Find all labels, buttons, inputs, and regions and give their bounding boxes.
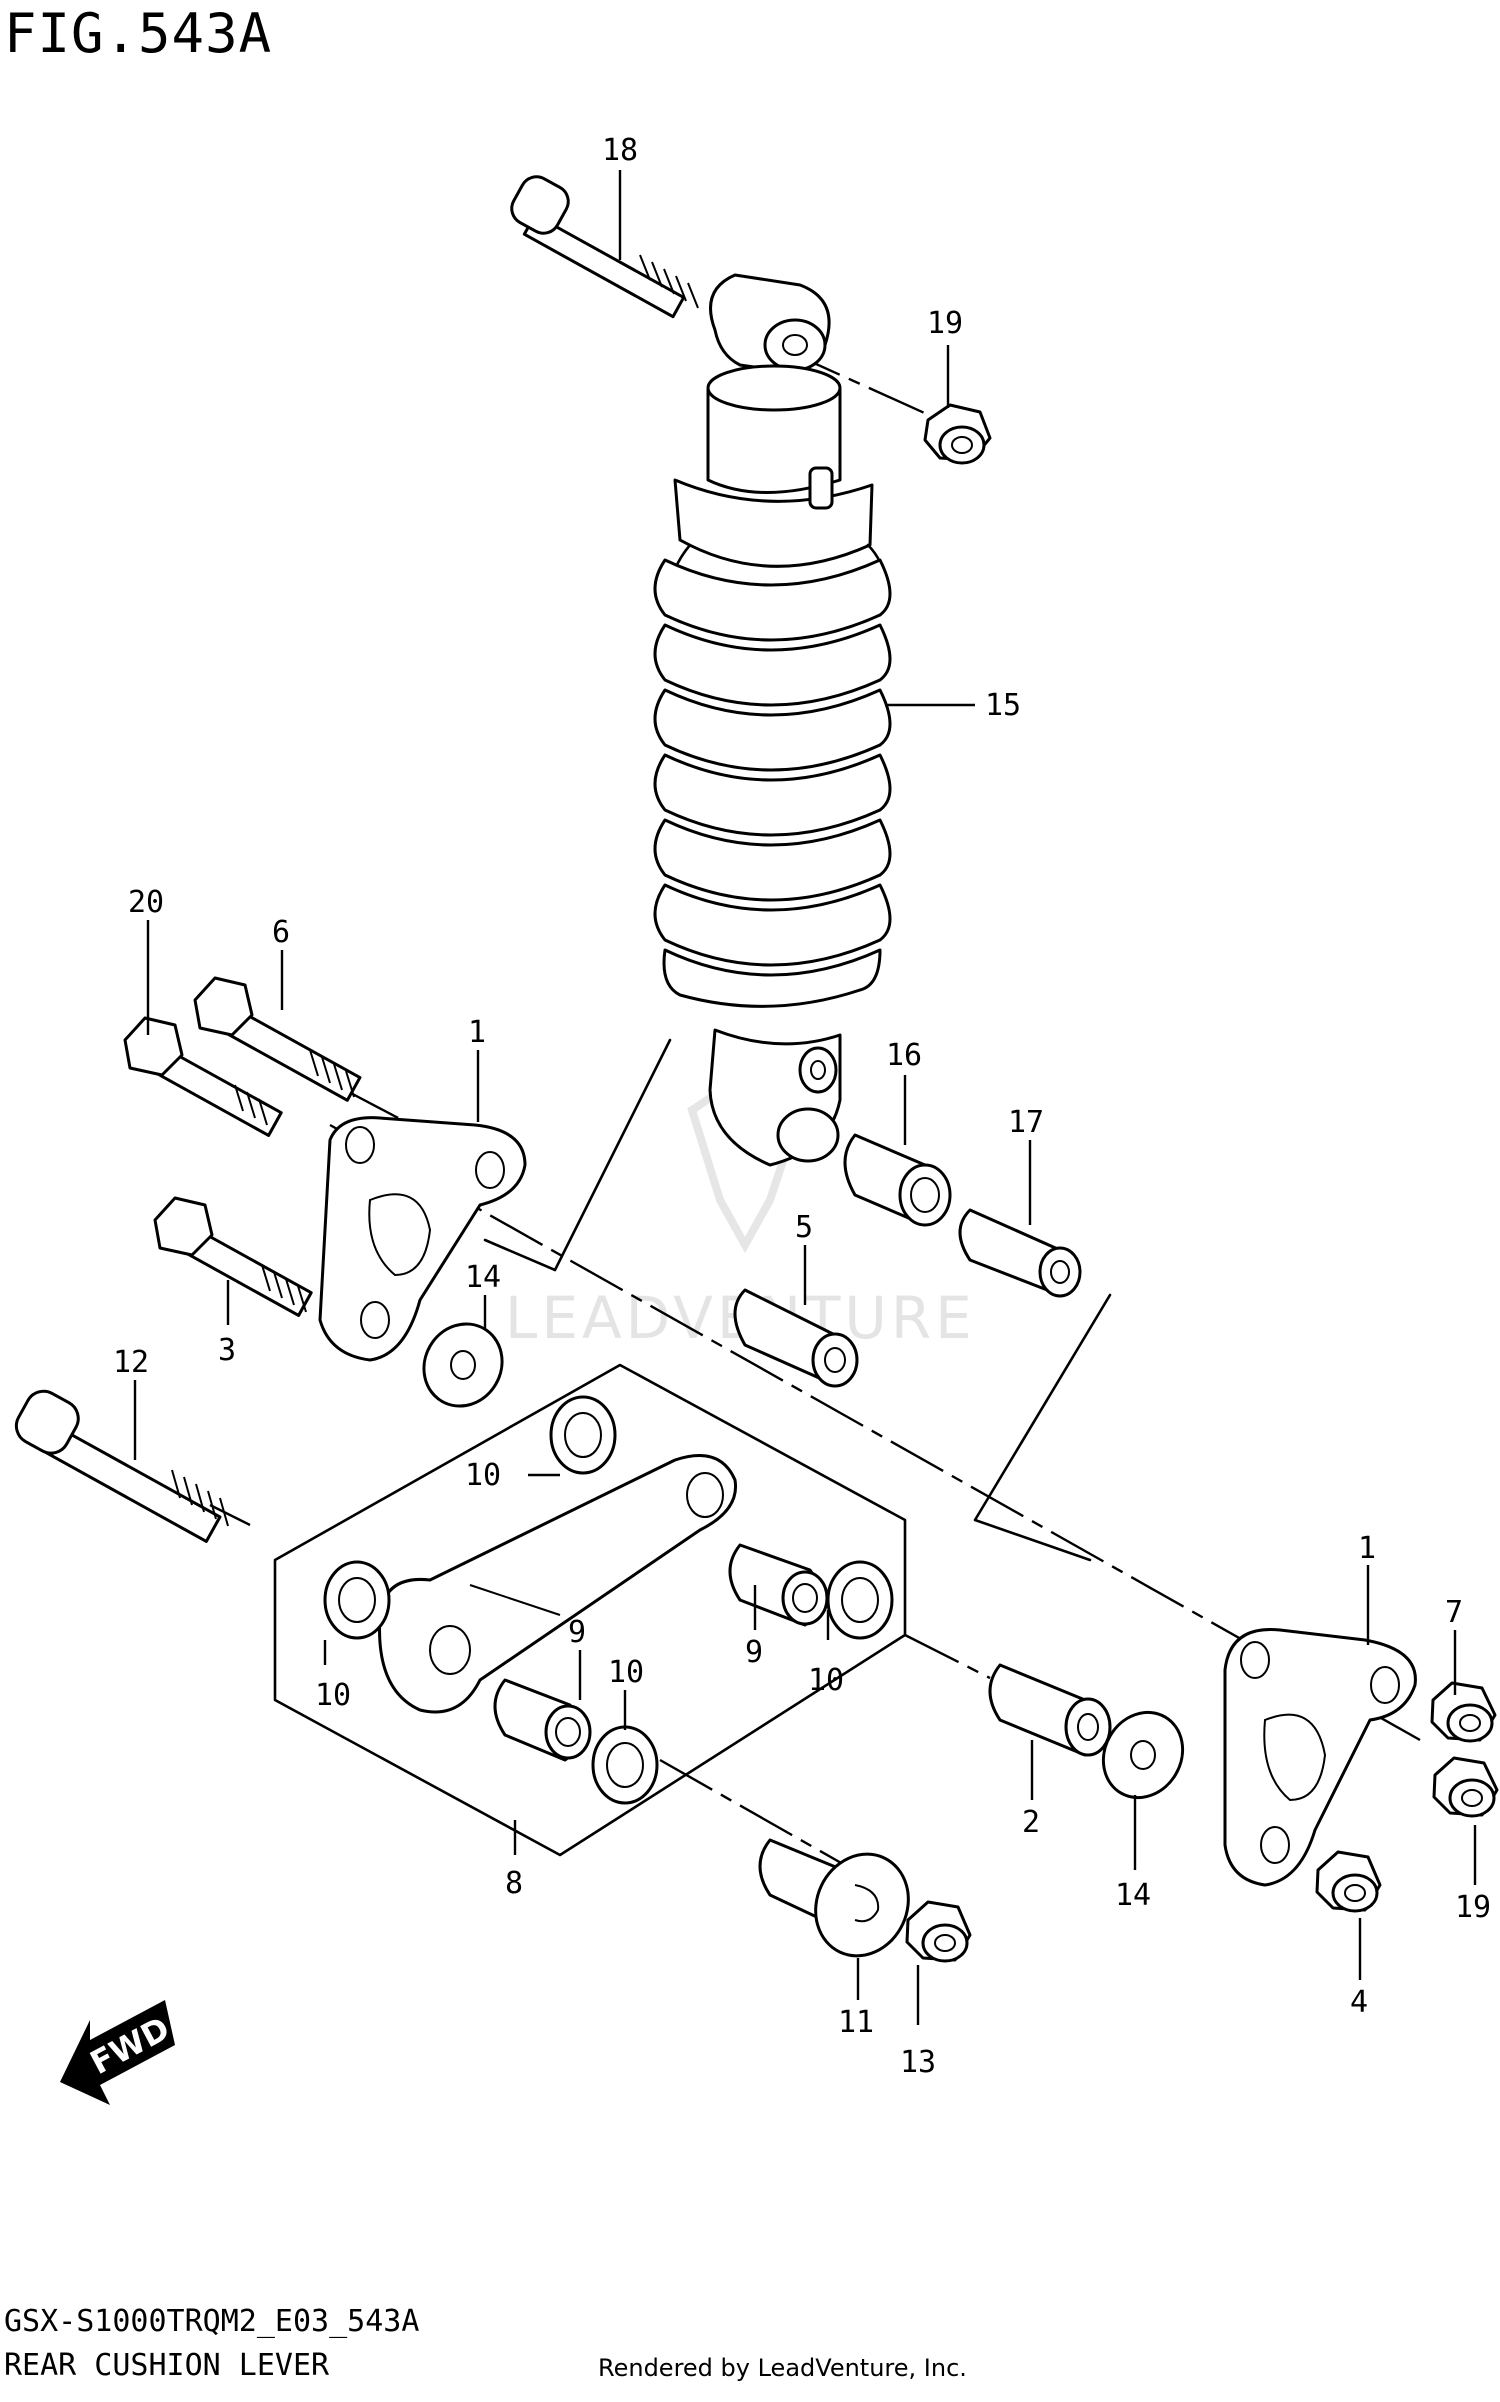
bearing-16: [843, 1133, 952, 1227]
collar-17: [958, 1208, 1082, 1298]
model-code: GSX-S1000TRQM2_E03_543A: [4, 2304, 420, 2339]
callout-2: 2: [1022, 1805, 1040, 1840]
washer-14-left: [422, 1322, 504, 1408]
nut-4: [1315, 1850, 1382, 1913]
callout-10: 10: [315, 1678, 351, 1713]
cushion-rod-bracket-1-right: [1223, 1628, 1417, 1887]
callout-16: 16: [886, 1038, 922, 1073]
rear-shock-absorber-15: [653, 273, 892, 1167]
callout-4: 4: [1350, 1985, 1368, 2020]
dust-seal-10-b: [323, 1560, 391, 1640]
callout-13: 13: [900, 2045, 936, 2080]
exploded-parts-diagram: LEADVENTURE: [14, 133, 1499, 2105]
callout-9: 9: [745, 1635, 763, 1670]
washer-14-right: [1101, 1710, 1185, 1800]
callout-10: 10: [808, 1663, 844, 1698]
callout-10: 10: [608, 1655, 644, 1690]
bolt-3: [153, 1196, 313, 1317]
dust-seal-10-d: [591, 1725, 659, 1805]
dust-seal-10-a: [549, 1395, 617, 1475]
callout-19: 19: [1455, 1890, 1491, 1925]
figure-title: FIG.543A: [4, 2, 273, 65]
render-credit: Rendered by LeadVenture, Inc.: [598, 2354, 967, 2382]
callout-15: 15: [985, 688, 1021, 723]
callout-17: 17: [1008, 1105, 1044, 1140]
bolt-20: [123, 1016, 283, 1137]
diagram-name: REAR CUSHION LEVER: [4, 2348, 330, 2383]
callout-19: 19: [927, 306, 963, 341]
nut-13: [905, 1900, 972, 1963]
callout-6: 6: [272, 915, 290, 950]
callout-3: 3: [218, 1333, 236, 1368]
callout-7: 7: [1445, 1595, 1463, 1630]
bolt-18: [510, 175, 699, 319]
callout-14: 14: [465, 1260, 501, 1295]
callout-14: 14: [1115, 1878, 1151, 1913]
cushion-rod-bracket-1-left: [318, 1116, 527, 1362]
callout-numbers: 18 19 15 20 6 1 16 17 5 14 3 12 10 10 9 …: [113, 133, 1491, 2080]
callout-20: 20: [128, 885, 164, 920]
nut-19-upper: [923, 403, 992, 465]
bearing-9-b: [493, 1678, 592, 1762]
collar-11: [758, 1838, 910, 1958]
callout-11: 11: [838, 2005, 874, 2040]
bolt-12: [14, 1389, 229, 1543]
callout-1: 1: [468, 1015, 486, 1050]
nut-19-lower: [1432, 1756, 1499, 1818]
callout-5: 5: [795, 1210, 813, 1245]
bearing-9-a: [728, 1543, 829, 1627]
callout-8: 8: [505, 1866, 523, 1901]
bolt-6: [193, 976, 362, 1102]
alignment-axes: [209, 348, 1421, 1870]
callout-10: 10: [465, 1458, 501, 1493]
callout-12: 12: [113, 1345, 149, 1380]
fwd-arrow: FWD: [60, 2000, 176, 2105]
callout-18: 18: [602, 133, 638, 168]
collar-5: [733, 1288, 859, 1388]
callout-9: 9: [568, 1615, 586, 1650]
nut-7: [1430, 1681, 1497, 1743]
lever-kit-outline: [273, 1363, 907, 1857]
cushion-lever-8: [378, 1454, 738, 1714]
callout-1: 1: [1358, 1531, 1376, 1566]
leader-lines: [133, 170, 1477, 2025]
dust-seal-10-c: [826, 1560, 894, 1640]
collar-2: [988, 1663, 1112, 1757]
